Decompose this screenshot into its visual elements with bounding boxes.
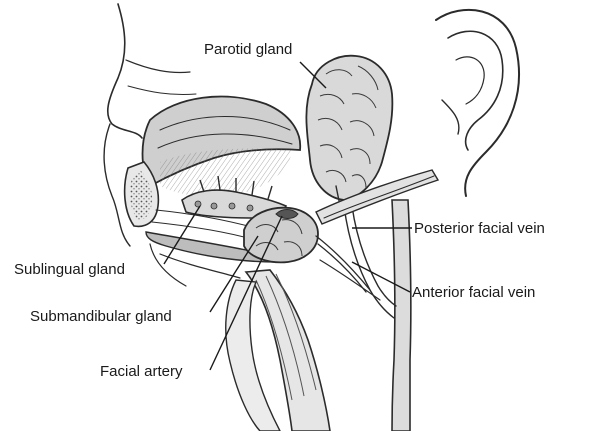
label-parotid-gland: Parotid gland: [204, 42, 292, 57]
label-facial-artery: Facial artery: [100, 364, 183, 379]
tongue-and-palate: [143, 97, 301, 197]
label-posterior-facial-vein: Posterior facial vein: [414, 221, 545, 236]
label-anterior-facial-vein: Anterior facial vein: [412, 285, 535, 300]
facial-veins: [316, 200, 411, 431]
label-sublingual-gland: Sublingual gland: [14, 262, 125, 277]
ear-outline: [436, 10, 519, 196]
leader-sublingual: [164, 206, 200, 264]
submandibular-gland-shape: [244, 208, 318, 263]
neck-muscles: [226, 270, 330, 431]
label-submandibular-gland: Submandibular gland: [30, 309, 172, 324]
